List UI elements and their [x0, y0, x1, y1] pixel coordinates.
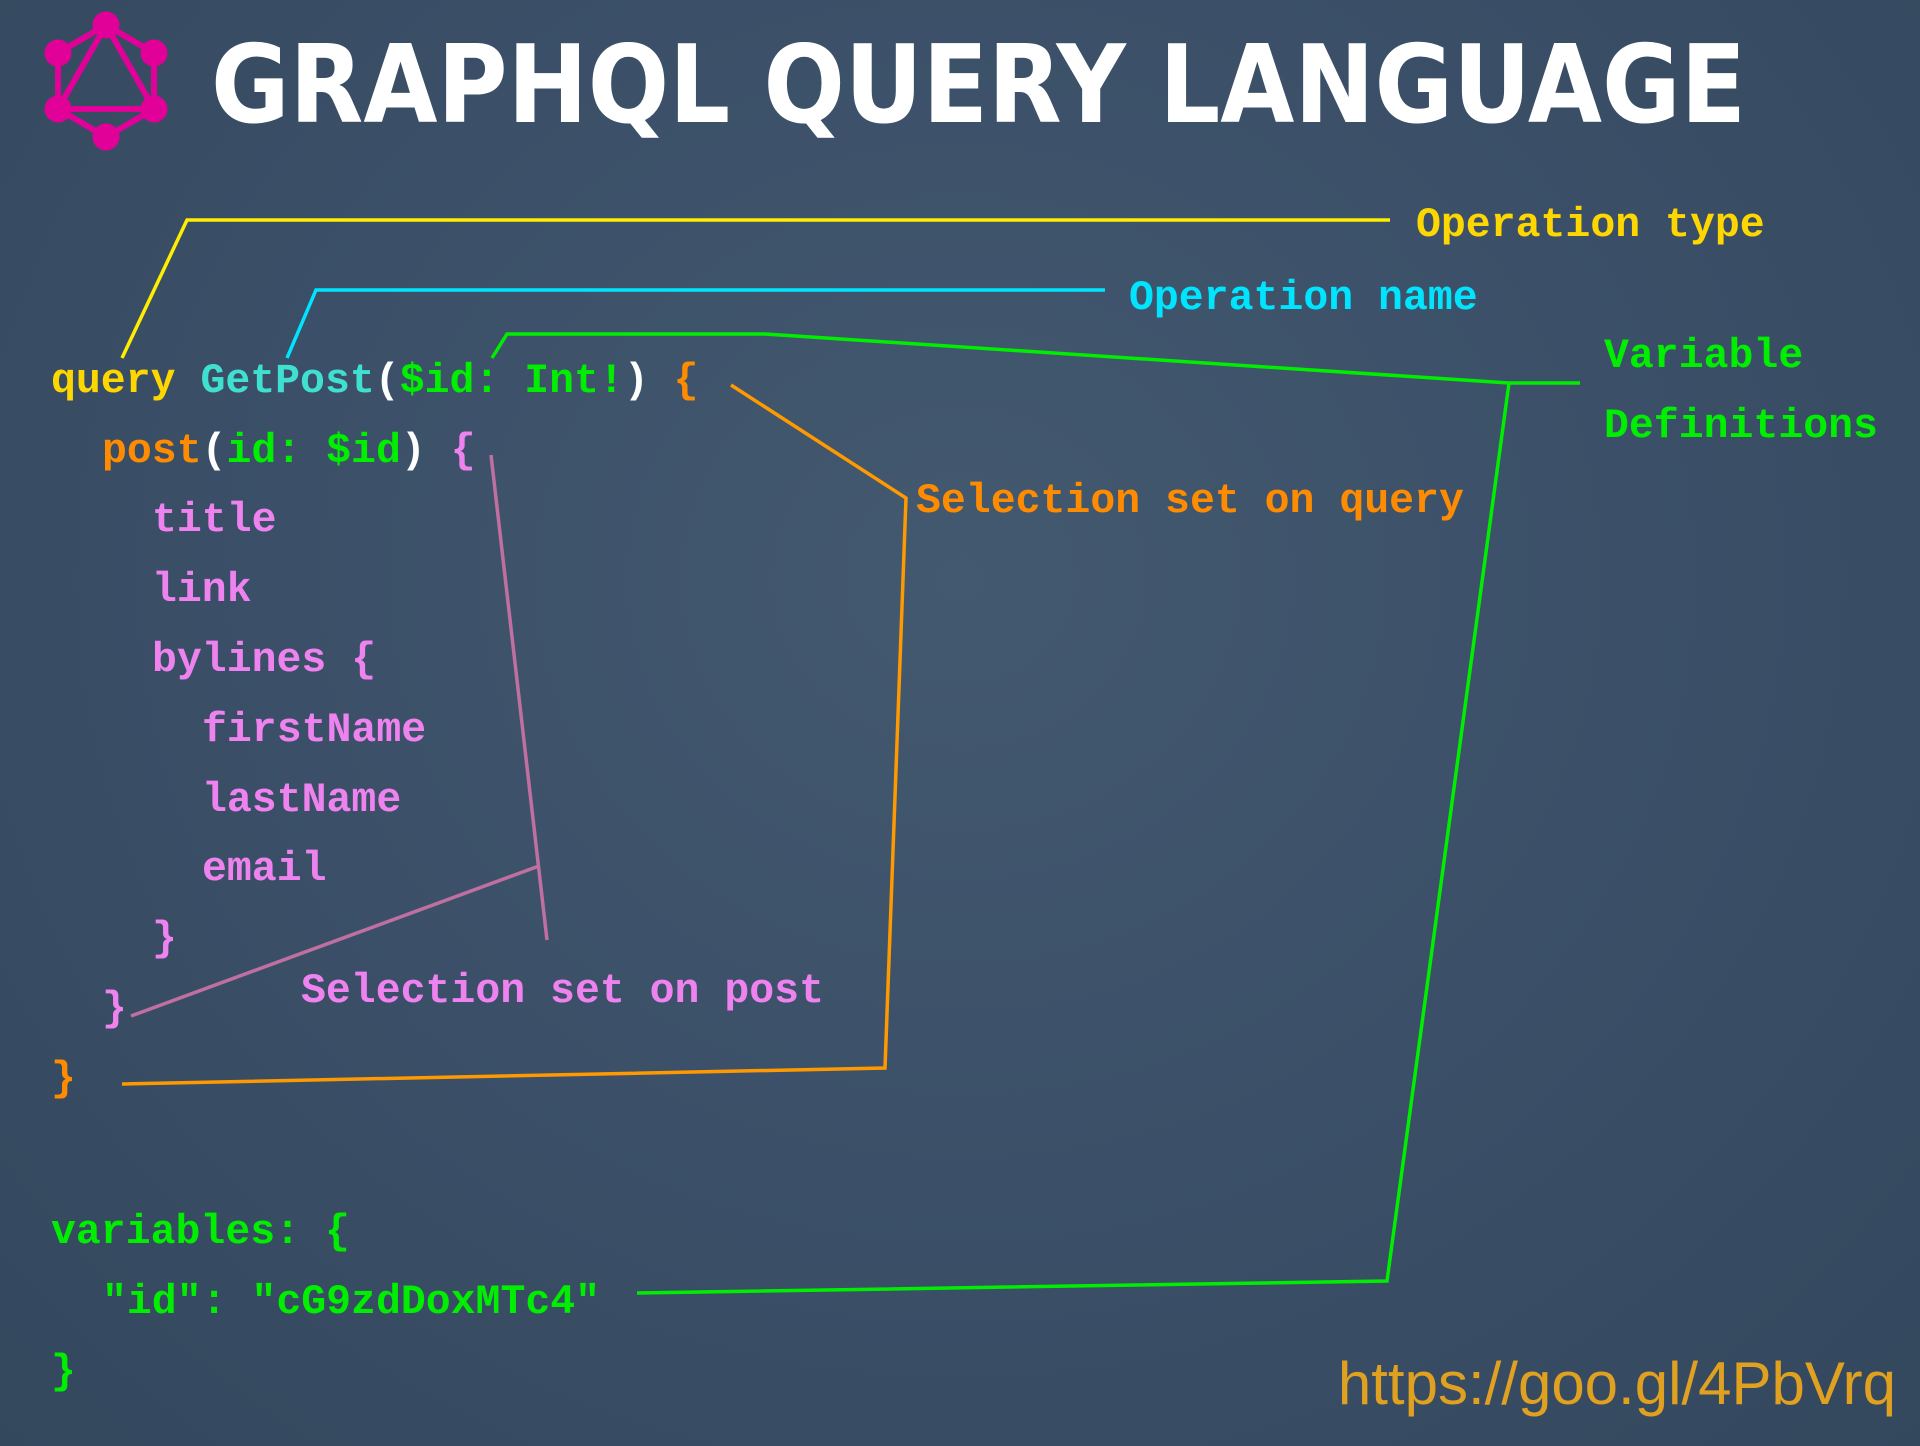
- selection-post-leader-2: [130, 864, 540, 1018]
- graphql-logo-icon: [44, 11, 168, 151]
- label-variable: Variable: [1604, 333, 1803, 380]
- post-field: post: [102, 428, 202, 475]
- field-bylines: bylines {: [152, 637, 376, 684]
- variables-entry: "id": "cG9zdDoxMTc4": [102, 1279, 600, 1326]
- variables-close: }: [51, 1349, 76, 1396]
- label-operation-name: Operation name: [1129, 275, 1478, 322]
- label-operation-type: Operation type: [1416, 202, 1765, 249]
- label-selection-post: Selection set on post: [301, 968, 824, 1015]
- query-brace-open: {: [674, 358, 699, 405]
- variable-definitions-leader: [490, 332, 1580, 385]
- post-args: id: $id: [227, 428, 401, 475]
- page-title: GRAPHQL QUERY LANGUAGE: [211, 23, 1746, 148]
- post-brace-open: {: [451, 428, 476, 475]
- variables-open: variables: {: [51, 1209, 350, 1256]
- paren-open: (: [375, 358, 400, 405]
- variables-leader: [636, 382, 1511, 1295]
- field-title: title: [152, 497, 277, 544]
- code-line-post: post(id: $id) {: [102, 428, 476, 475]
- bylines-brace-close: }: [152, 916, 177, 963]
- operation-type: query: [51, 358, 176, 405]
- post-brace-close: }: [102, 986, 127, 1033]
- query-brace-close: }: [51, 1056, 76, 1103]
- field-firstname: firstName: [202, 707, 426, 754]
- paren-open: (: [202, 428, 227, 475]
- paren-close: ): [624, 358, 649, 405]
- source-url-link[interactable]: https://goo.gl/4PbVrq: [1338, 1350, 1896, 1417]
- field-link: link: [152, 567, 252, 614]
- paren-close: ): [401, 428, 426, 475]
- selection-post-leader: [489, 454, 549, 941]
- code-line-query: query GetPost($id: Int!) {: [51, 358, 699, 405]
- operation-name: GetPost: [200, 358, 374, 405]
- label-definitions: Definitions: [1604, 403, 1878, 450]
- field-lastname: lastName: [202, 777, 401, 824]
- field-email: email: [202, 846, 327, 893]
- label-selection-query: Selection set on query: [916, 478, 1464, 525]
- selection-query-leader: [121, 383, 908, 1086]
- operation-type-leader: [120, 218, 1390, 359]
- operation-name-leader: [285, 288, 1105, 359]
- variable-definition: $id: Int!: [400, 358, 624, 405]
